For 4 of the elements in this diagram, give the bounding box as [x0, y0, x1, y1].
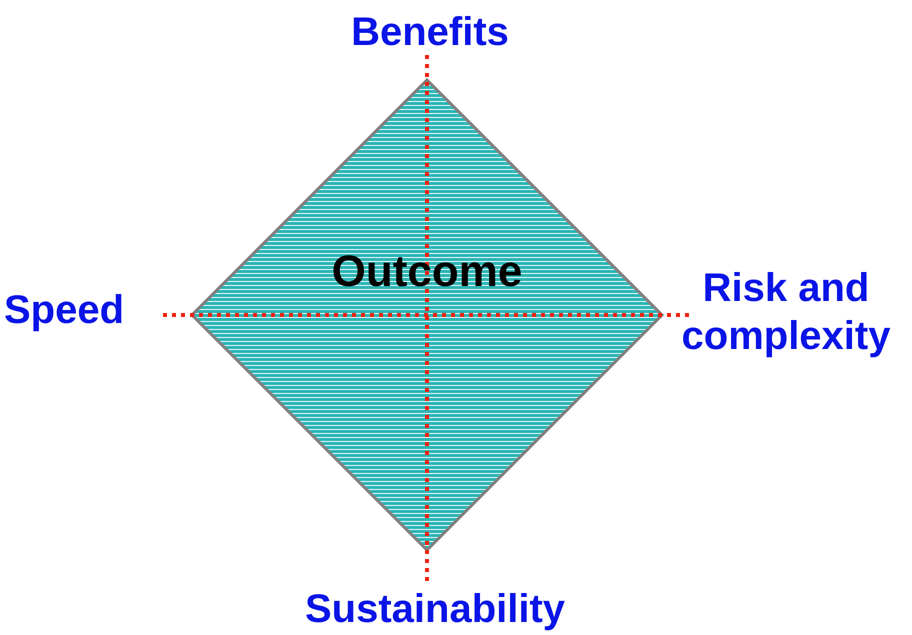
axis-label: Sustainability [304, 586, 566, 633]
axis-label: Benefits [350, 9, 510, 56]
axis-label: Speed [4, 287, 126, 334]
axis-label: Risk and complexity [680, 265, 892, 360]
